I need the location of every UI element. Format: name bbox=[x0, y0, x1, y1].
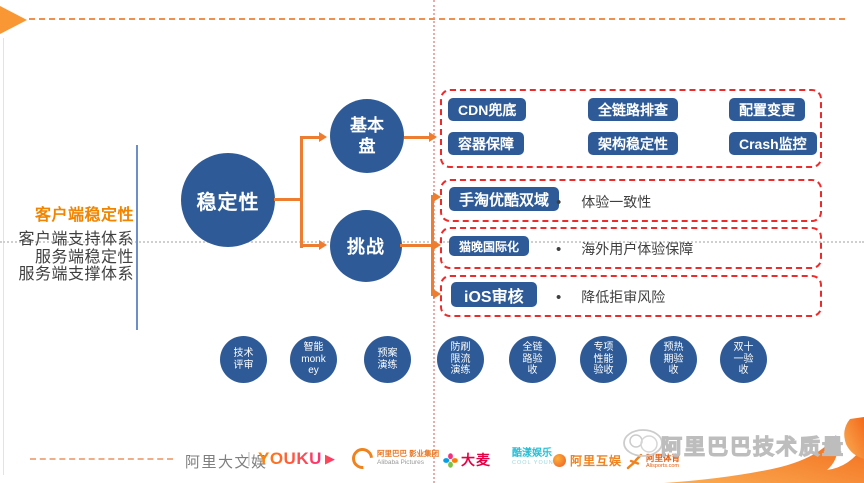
pill-ios-review: iOS审核 bbox=[451, 282, 537, 307]
corner-flag-icon bbox=[0, 6, 27, 34]
pill-maowan-intl: 猫晚国际化 bbox=[449, 236, 530, 256]
brand-damai-logo: 大麦 bbox=[443, 450, 491, 470]
pill-container: 容器保障 bbox=[448, 132, 524, 155]
damai-flower-icon bbox=[443, 452, 458, 468]
bullet-icon: • bbox=[556, 288, 562, 306]
top-dashed-guide-line bbox=[29, 18, 845, 20]
process-circle-fulllink-accept: 全链 路验 收 bbox=[509, 336, 556, 383]
connector-line bbox=[300, 136, 320, 139]
connector-line bbox=[404, 136, 430, 139]
bullet-icon: • bbox=[556, 240, 562, 258]
alisports-cn: 阿里体育 bbox=[646, 452, 681, 463]
left-panel-item: 服务端支撑体系 bbox=[18, 266, 134, 283]
kuyang-en: COOL YOUNG bbox=[512, 460, 559, 466]
alibaba-pictures-swirl-icon bbox=[347, 443, 378, 474]
footer-dashed-line bbox=[30, 458, 173, 460]
pill-shoutao-youku: 手淘优酷双域 bbox=[449, 187, 560, 211]
arrowhead-icon bbox=[319, 132, 327, 142]
arrowhead-icon bbox=[433, 240, 441, 250]
challenge-row-box-1 bbox=[440, 179, 822, 222]
bullet-row: • 海外用户体验保障 bbox=[556, 239, 693, 259]
arrowhead-icon bbox=[433, 289, 441, 299]
left-panel-item: 服务端稳定性 bbox=[34, 248, 134, 266]
branch-node-challenge: 挑战 bbox=[330, 210, 402, 282]
root-node-stability: 稳定性 bbox=[181, 153, 275, 247]
ali-huyu-wordmark: 阿里互娱 bbox=[570, 454, 623, 468]
process-circle-plan-drill: 预案 演练 bbox=[364, 336, 411, 383]
arrowhead-icon bbox=[429, 132, 437, 142]
process-circle-antibrush-drill: 防刷 限流 演练 bbox=[437, 336, 484, 383]
brand-ali-huyu-logo: 阿里互娱 bbox=[553, 452, 622, 469]
youku-play-icon: ▶ bbox=[324, 451, 335, 466]
left-edge-line bbox=[3, 38, 4, 475]
brand-youku-logo: YOUKU ▶ bbox=[258, 449, 335, 469]
connector-line bbox=[300, 244, 320, 247]
arrowhead-icon bbox=[433, 192, 441, 202]
damai-wordmark: 大麦 bbox=[461, 452, 491, 468]
left-panel-heading: 客户端稳定性 bbox=[34, 207, 134, 224]
connector-line bbox=[274, 198, 302, 201]
brand-ali-dayu: 阿里大文娱 bbox=[185, 454, 268, 471]
brand-kuyang-logo: 酷漾娱乐 COOL YOUNG bbox=[512, 448, 559, 467]
watermark-circle-icon bbox=[623, 429, 663, 457]
process-circle-tech-review: 技术 评审 bbox=[220, 336, 267, 383]
bullet-icon: • bbox=[556, 193, 562, 211]
challenge-row-box-3 bbox=[440, 275, 822, 317]
challenge-row-box-2 bbox=[440, 227, 822, 269]
branch-node-basics: 基本 盘 bbox=[330, 99, 404, 173]
alisports-en: Alisports.com bbox=[646, 462, 680, 469]
youku-wordmark: YOUKU bbox=[258, 449, 322, 468]
corner-swoosh-decoration bbox=[664, 417, 864, 483]
pill-fulllink-check: 全链路排查 bbox=[588, 98, 678, 121]
bullet-text: 降低拒审风险 bbox=[581, 289, 666, 305]
kuyang-cn: 酷漾娱乐 bbox=[512, 448, 552, 459]
alibaba-pictures-en: Alibaba Pictures bbox=[377, 459, 424, 467]
pill-crash-monitor: Crash监控 bbox=[729, 132, 817, 155]
left-bracket-line bbox=[136, 145, 138, 330]
alibaba-pictures-cn: 阿里巴巴 影业集团 bbox=[377, 449, 440, 459]
arrowhead-icon bbox=[319, 240, 327, 250]
process-circle-double11-accept: 双十 一验 收 bbox=[720, 336, 767, 383]
pill-cdn: CDN兜底 bbox=[448, 98, 527, 121]
watermark-text: 阿里巴巴技术质量 bbox=[660, 435, 845, 459]
bullet-row: • 降低拒审风险 bbox=[556, 287, 665, 307]
process-circle-warmup-accept: 预热 期验 收 bbox=[650, 336, 697, 383]
connector-line bbox=[400, 244, 433, 247]
bullet-row: • 体验一致性 bbox=[556, 192, 651, 212]
connector-line bbox=[300, 136, 303, 248]
process-circle-perf-accept: 专项 性能 验收 bbox=[580, 336, 627, 383]
left-label-panel: 客户端稳定性 客户端支持体系 服务端稳定性 服务端支撑体系 bbox=[4, 201, 134, 284]
bullet-text: 海外用户体验保障 bbox=[581, 241, 694, 257]
brand-alibaba-pictures-logo: 阿里巴巴 影业集团 Alibaba Pictures bbox=[347, 443, 440, 474]
left-panel-item: 客户端支持体系 bbox=[18, 231, 134, 248]
pill-arch-stability: 架构稳定性 bbox=[588, 132, 678, 155]
ali-huyu-icon bbox=[553, 454, 566, 467]
process-circle-smart-monkey: 智能 monk ey bbox=[290, 336, 337, 383]
connector-line bbox=[431, 195, 434, 296]
pill-config-change: 配置变更 bbox=[729, 98, 805, 121]
bullet-text: 体验一致性 bbox=[581, 194, 652, 210]
brand-divider: | bbox=[247, 450, 251, 467]
basics-group-box bbox=[440, 89, 822, 168]
